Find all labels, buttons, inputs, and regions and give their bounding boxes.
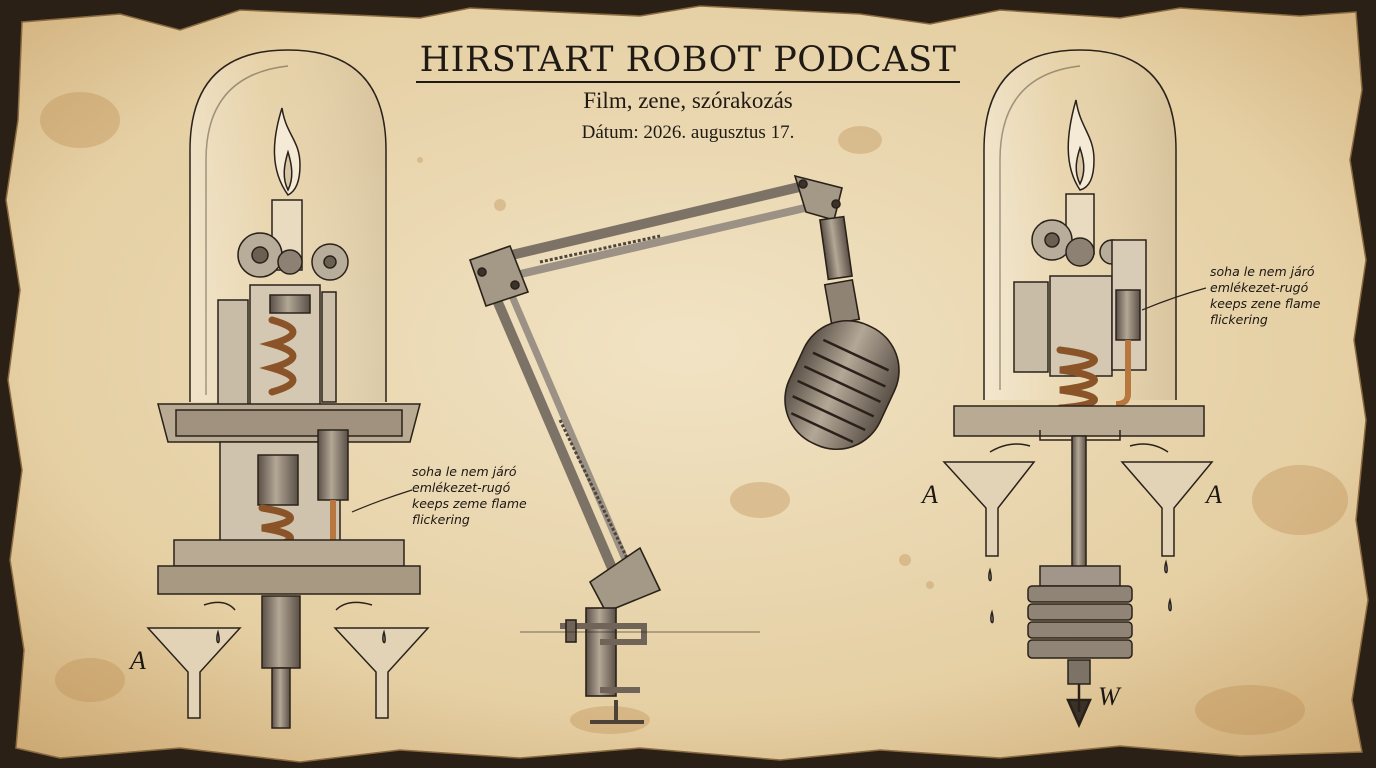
label-a-left: A <box>130 646 146 675</box>
annotation-line: keeps zeme flame <box>412 496 527 511</box>
paper-stains <box>40 92 1348 735</box>
annotation-line: emlékezet-rugó <box>412 480 511 495</box>
page-subtitle: Film, zene, szórakozás <box>583 88 793 113</box>
page-date: Dátum: 2026. augusztus 17. <box>581 122 795 143</box>
right-bell-jar-machine <box>942 49 1214 729</box>
annotation-line: emlékezet-rugó <box>1210 280 1309 295</box>
page-title-text: HIRSTART ROBOT PODCAST <box>415 40 961 83</box>
annotation-line: soha le nem járó <box>1210 264 1315 279</box>
annotation-line: soha le nem járó <box>412 464 517 479</box>
annotation-line: flickering <box>412 512 470 527</box>
left-bell-jar-machine <box>146 49 430 729</box>
boom-arm-microphone <box>468 174 900 724</box>
label-a-right-1: A <box>922 480 938 509</box>
page-title: HIRSTART ROBOT PODCAST <box>388 40 988 83</box>
annotation-line: keeps zene flame <box>1210 296 1321 311</box>
annotation-line: flickering <box>1210 312 1268 327</box>
annotation-left: soha le nem járó emlékezet-rugó keeps ze… <box>412 464 527 528</box>
label-weight: W <box>1098 682 1120 711</box>
label-a-right-2: A <box>1206 480 1222 509</box>
annotation-right: soha le nem járó emlékezet-rugó keeps ze… <box>1210 264 1320 328</box>
